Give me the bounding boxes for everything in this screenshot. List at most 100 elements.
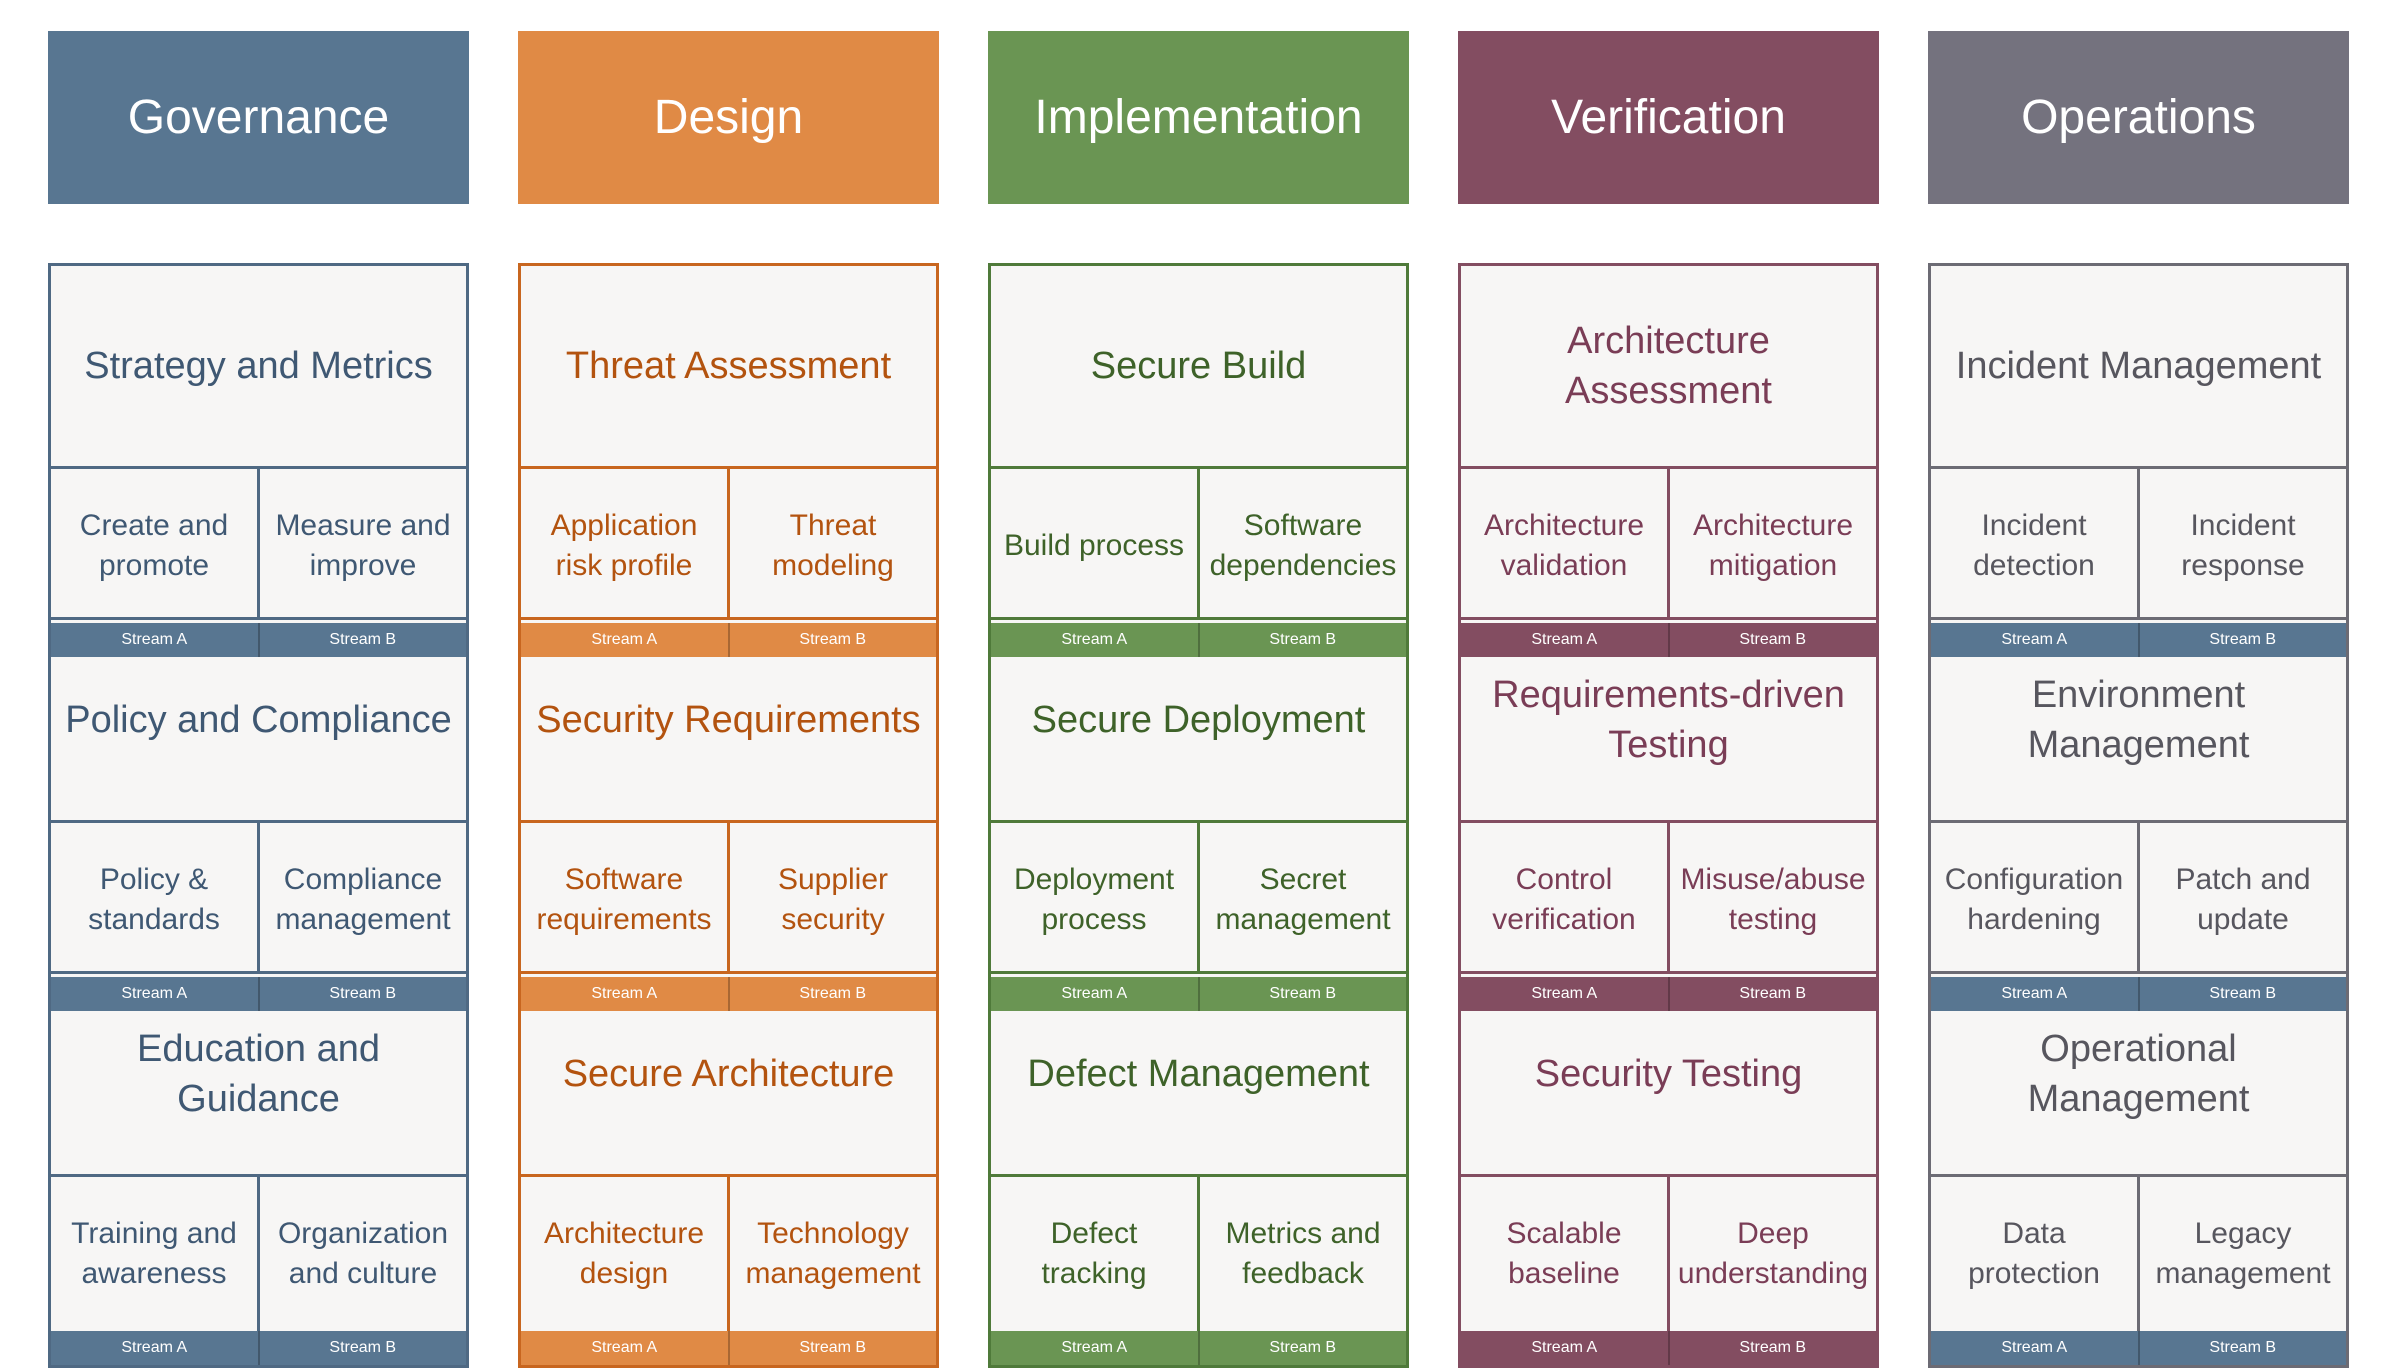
stream-a-label: Stream A [1931,977,2140,1011]
stream-b-label: Stream B [799,1339,867,1356]
practice-card-environment-management: Environment Management Configuration har… [1928,617,2349,1014]
stream-row: Software requirements Supplier security [521,823,936,977]
practice-title: Requirements-driven Testing [1461,620,1876,823]
stream-b-label: Stream B [329,985,397,1002]
stream-b-activity: Deep understanding [1677,1217,1869,1290]
practice-title: Environment Management [1931,620,2346,823]
stream-label-bar: Stream A Stream B [51,623,466,657]
stream-b-label: Stream B [799,631,867,648]
stream-a-label: Stream A [991,1331,1200,1365]
stream-a-label: Stream A [991,977,1200,1011]
practice-card-security-testing: Security Testing Scalable baseline Deep … [1458,971,1879,1368]
stream-a-activity: Policy & standards [51,823,260,977]
practice-card-incident-management: Incident Management Incident detection I… [1928,263,2349,660]
practice-card-requirements-driven-testing: Requirements-driven Testing Control veri… [1458,617,1879,1014]
stream-row: Create and promote Measure and improve [51,469,466,623]
practice-card-policy-and-compliance: Policy and Compliance Policy & standards… [48,617,469,1014]
stream-row: Deployment process Secret management [991,823,1406,977]
stream-a-label: Stream A [521,1331,730,1365]
practice-title: Education and Guidance [51,974,466,1177]
stream-b-label: Stream B [1269,1339,1337,1356]
stream-b-activity: Threat modeling [772,509,894,582]
stream-label-bar: Stream A Stream B [521,1331,936,1365]
stream-a-label: Stream A [51,623,260,657]
stream-a-label: Stream A [521,623,730,657]
stream-b-activity: Technology management [745,1217,921,1290]
stream-b-activity: Supplier security [777,863,889,936]
practice-title: Secure Architecture [521,974,936,1177]
stream-b-label: Stream B [1269,985,1337,1002]
stream-label-bar: Stream A Stream B [51,1331,466,1365]
stream-a-label: Stream A [1461,977,1670,1011]
stream-b-activity: Legacy management [2155,1217,2331,1290]
practice-title: Policy and Compliance [51,620,466,823]
stream-a-label: Stream A [521,977,730,1011]
stream-a-activity: Defect tracking [991,1177,1200,1331]
stream-row: Control verification Misuse/abuse testin… [1461,823,1876,977]
stream-a-activity: Scalable baseline [1461,1177,1670,1331]
stream-b-label: Stream B [1269,631,1337,648]
stream-a-activity: Configuration hardening [1931,823,2140,977]
practice-card-operational-management: Operational Management Data protection L… [1928,971,2349,1368]
stream-a-activity: Training and awareness [51,1177,260,1331]
function-header-verification: Verification [1458,31,1879,204]
stream-label-bar: Stream A Stream B [521,977,936,1011]
practice-card-security-requirements: Security Requirements Software requireme… [518,617,939,1014]
stream-row: Build process Software dependencies [991,469,1406,623]
stream-b-activity: Incident response [2181,509,2305,582]
stream-b-activity: Metrics and feedback [1225,1217,1381,1290]
practice-card-strategy-and-metrics: Strategy and Metrics Create and promote … [48,263,469,660]
stream-label-bar: Stream A Stream B [1931,977,2346,1011]
practice-title: Incident Management [1931,266,2346,469]
practice-card-secure-build: Secure Build Build process Software depe… [988,263,1409,660]
stream-a-label: Stream A [51,977,260,1011]
stream-row: Scalable baseline Deep understanding [1461,1177,1876,1331]
stream-b-label: Stream B [1739,631,1807,648]
practice-title: Threat Assessment [521,266,936,469]
stream-label-bar: Stream A Stream B [1931,1331,2346,1365]
stream-b-activity: Secret management [1215,863,1391,936]
stream-a-activity: Application risk profile [521,469,730,623]
stream-a-label: Stream A [1461,623,1670,657]
function-header-governance: Governance [48,31,469,204]
stream-a-activity: Deployment process [991,823,1200,977]
stream-a-activity: Build process [991,469,1200,623]
practice-title: Operational Management [1931,974,2346,1177]
stream-label-bar: Stream A Stream B [1461,623,1876,657]
practice-card-architecture-assessment: Architecture Assessment Architecture val… [1458,263,1879,660]
stream-a-label: Stream A [1461,1331,1670,1365]
stream-a-activity: Architecture validation [1461,469,1670,623]
stream-row: Incident detection Incident response [1931,469,2346,623]
stream-a-label: Stream A [51,1331,260,1365]
stream-a-label: Stream A [1931,1331,2140,1365]
stream-b-label: Stream B [2209,1339,2277,1356]
stream-label-bar: Stream A Stream B [1461,1331,1876,1365]
stream-b-activity: Compliance management [275,863,451,936]
stream-b-label: Stream B [329,631,397,648]
stream-row: Policy & standards Compliance management [51,823,466,977]
stream-row: Application risk profile Threat modeling [521,469,936,623]
stream-b-activity: Architecture mitigation [1692,509,1854,582]
stream-b-label: Stream B [2209,985,2277,1002]
stream-a-activity: Incident detection [1931,469,2140,623]
practice-title: Architecture Assessment [1461,266,1876,469]
function-header-operations: Operations [1928,31,2349,204]
stream-b-activity: Misuse/abuse testing [1680,863,1866,936]
practice-card-secure-architecture: Secure Architecture Architecture design … [518,971,939,1368]
stream-b-label: Stream B [1739,985,1807,1002]
stream-b-label: Stream B [1739,1339,1807,1356]
practice-title: Secure Deployment [991,620,1406,823]
stream-a-activity: Software requirements [521,823,730,977]
function-header-implementation: Implementation [988,31,1409,204]
stream-row: Training and awareness Organization and … [51,1177,466,1331]
stream-label-bar: Stream A Stream B [51,977,466,1011]
stream-b-label: Stream B [2209,631,2277,648]
practice-card-education-and-guidance: Education and Guidance Training and awar… [48,971,469,1368]
stream-b-label: Stream B [799,985,867,1002]
stream-row: Configuration hardening Patch and update [1931,823,2346,977]
practice-card-defect-management: Defect Management Defect tracking Metric… [988,971,1409,1368]
stream-label-bar: Stream A Stream B [991,623,1406,657]
stream-label-bar: Stream A Stream B [1461,977,1876,1011]
stream-a-activity: Data protection [1931,1177,2140,1331]
stream-a-activity: Architecture design [521,1177,730,1331]
